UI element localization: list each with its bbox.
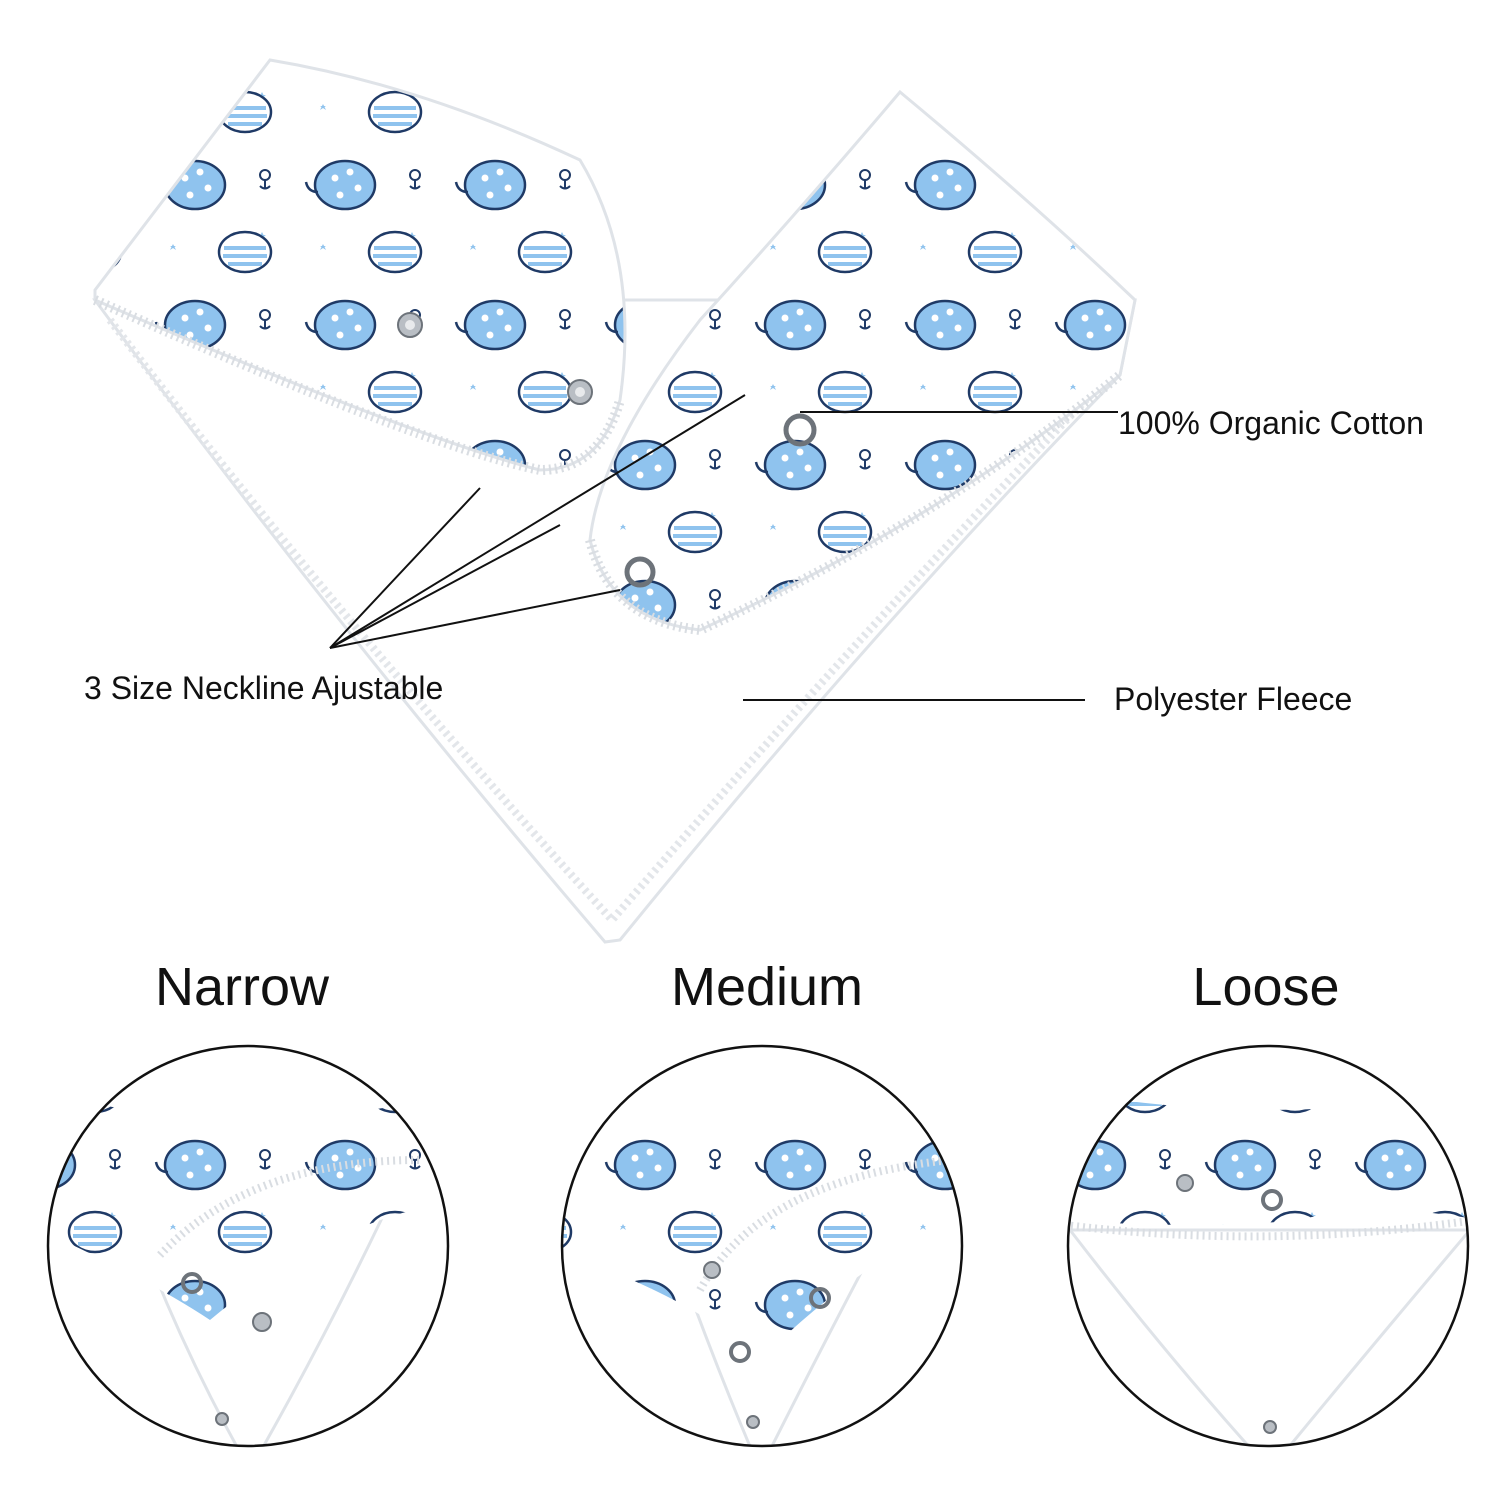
neckline-leader-line bbox=[329, 589, 621, 649]
snap-button bbox=[397, 312, 423, 338]
detail-circle-border bbox=[1066, 1044, 1470, 1448]
neckline-leader-line bbox=[329, 394, 746, 649]
callout-lines bbox=[329, 394, 1118, 701]
size-detail-medium bbox=[560, 1044, 964, 1448]
cotton-left-strap bbox=[93, 58, 627, 472]
snap-button bbox=[624, 556, 656, 588]
size-detail-loose bbox=[1066, 1044, 1470, 1448]
snap-button bbox=[783, 413, 817, 447]
cotton-right-strap bbox=[588, 89, 1137, 632]
callout-organic-cotton: 100% Organic Cotton bbox=[1118, 405, 1424, 441]
size-detail-narrow bbox=[46, 1044, 450, 1448]
detail-circle-border bbox=[560, 1044, 964, 1448]
snap-button bbox=[567, 379, 593, 405]
size-label-narrow: Narrow bbox=[154, 957, 330, 1017]
detail-circle-border bbox=[46, 1044, 450, 1448]
overlock-edge-right bbox=[585, 371, 1124, 636]
bib-main bbox=[92, 58, 1137, 944]
size-label-loose: Loose bbox=[1192, 957, 1340, 1017]
fleece-stitching bbox=[106, 317, 1118, 927]
size-label-medium: Medium bbox=[670, 957, 864, 1017]
neckline-leader-line bbox=[329, 524, 561, 649]
callout-neckline-adjustable: 3 Size Neckline Ajustable bbox=[84, 670, 444, 706]
callout-polyester-fleece: Polyester Fleece bbox=[1114, 681, 1353, 717]
neckline-leader-line bbox=[329, 487, 481, 649]
